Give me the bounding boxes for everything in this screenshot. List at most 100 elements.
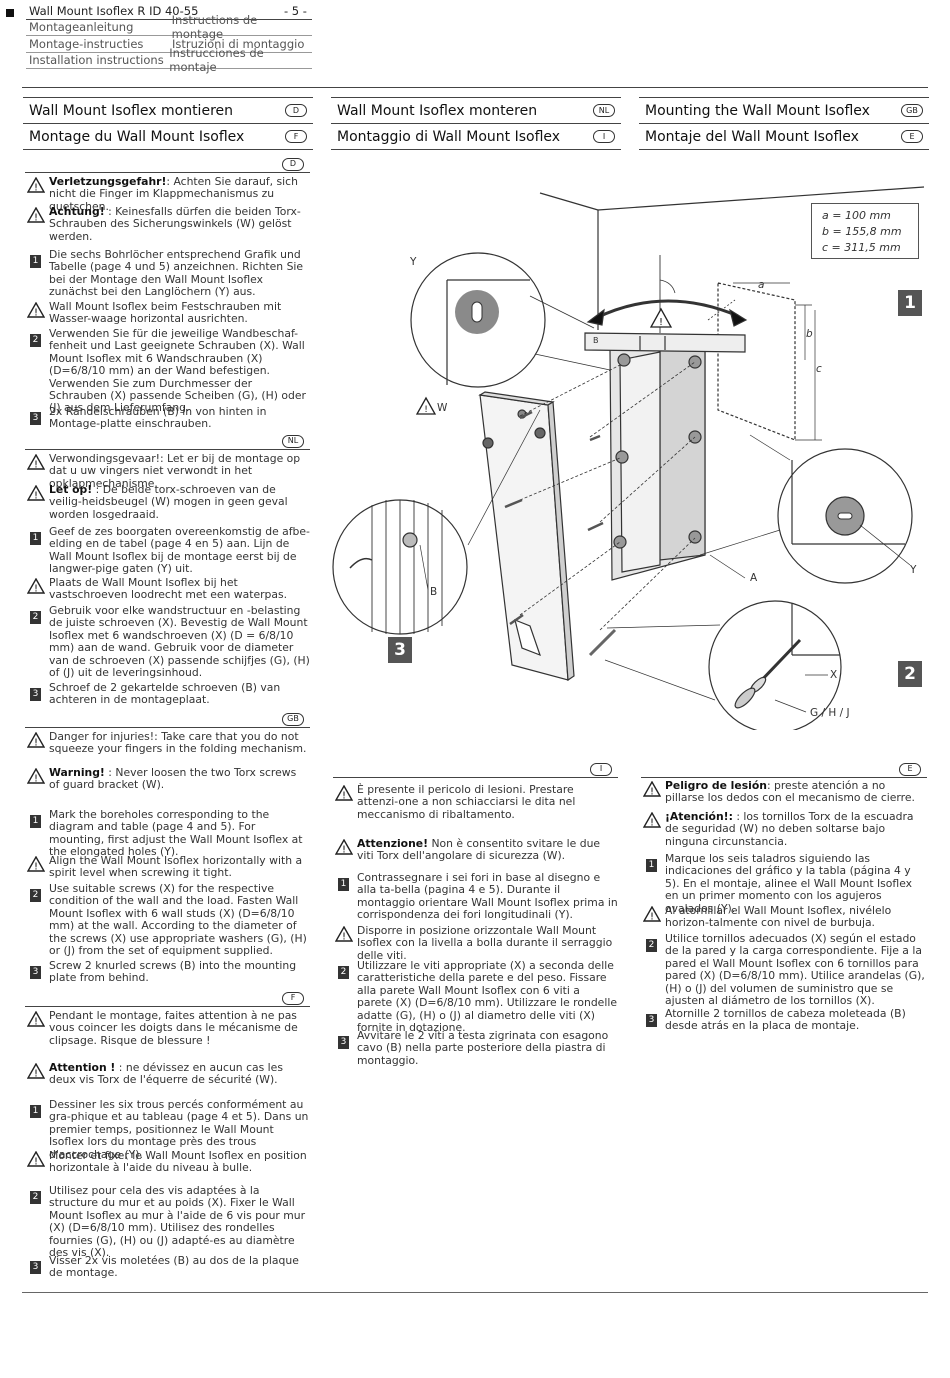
body-text: : Keinesfalls dürfen die beiden Torx-Sch… — [49, 205, 301, 243]
emphasis-text: Achtung! — [49, 205, 105, 218]
label-b-level: B — [593, 336, 599, 345]
warning-icon: ! — [27, 1151, 45, 1167]
instruction-text: Verwenden Sie für die jeweilige Wandbesc… — [49, 327, 310, 415]
step-number: 1 — [30, 815, 41, 828]
step-number-icon: 1 — [27, 526, 49, 576]
instruction-text: Utilice tornillos adecuados (X) según el… — [665, 932, 927, 1007]
svg-text:!: ! — [34, 584, 38, 595]
section-title: Montaggio di Wall Mount Isoflex I — [331, 124, 621, 150]
instruction-text: Wall Mount Isoflex beim Festschrauben mi… — [49, 300, 310, 326]
instruction-text: Die sechs Bohrlöcher entsprechend Grafik… — [49, 248, 310, 299]
emphasis-text: Peligro de lesión — [665, 779, 767, 792]
label-x: X — [830, 669, 838, 681]
body-text: Monter et fixer le Wall Mount Isoflex en… — [49, 1149, 307, 1175]
step-number: 2 — [30, 1191, 41, 1204]
title-block-left: Wall Mount Isoflex montieren D Montage d… — [23, 97, 313, 150]
body-text: Mark the boreholes corresponding to the … — [49, 808, 303, 859]
dimension-table: a = 100 mm b = 155,8 mm c = 311,5 mm — [811, 203, 919, 259]
body-text: Contrassegnare i sei fori in base al dis… — [357, 871, 618, 922]
warning-icon: ! — [335, 925, 357, 962]
svg-text:!: ! — [34, 183, 38, 194]
svg-text:!: ! — [34, 774, 38, 785]
warning-icon: ! — [27, 207, 45, 223]
section-header-gb: GB — [25, 712, 310, 728]
instruction-item: !Danger for injuries!: Take care that yo… — [27, 730, 310, 756]
section-header-i: I — [333, 762, 618, 778]
document-title: Wall Mount Isoflex R ID 40-55 — [29, 3, 199, 18]
body-text: Die sechs Bohrlöcher entsprechend Grafik… — [49, 248, 304, 299]
body-text: Wall Mount Isoflex beim Festschrauben mi… — [49, 300, 282, 326]
emphasis-text: Attention ! — [49, 1061, 116, 1074]
warning-icon: ! — [335, 926, 353, 942]
body-text: : Achten Sie darauf, sich nicht die Fing… — [49, 175, 298, 213]
instruction-item: !Peligro de lesión: preste atención a no… — [643, 779, 927, 805]
step-number: 1 — [30, 255, 41, 268]
warning-icon: ! — [27, 1150, 49, 1175]
instruction-item: !Let op! : De beide torx-schroeven van d… — [27, 483, 310, 521]
step-number: 3 — [30, 1261, 41, 1274]
step-number-icon: 2 — [643, 933, 665, 1007]
warning-icon: ! — [643, 906, 661, 922]
step-number-icon: 1 — [27, 809, 49, 859]
body-text: Danger for injuries!: Take care that you… — [49, 730, 307, 756]
step-number: 2 — [30, 334, 41, 347]
label-dim-b: b — [806, 328, 813, 340]
instruction-item: !Warning! : Never loosen the two Torx sc… — [27, 766, 310, 792]
header-marker — [6, 9, 14, 17]
svg-text:!: ! — [342, 932, 346, 943]
instruction-text: Schroef de 2 gekartelde schroeven (B) va… — [49, 681, 310, 707]
step-number: 2 — [30, 889, 41, 902]
body-text: Geef de zes boorgaten overeenkomstig de … — [49, 525, 310, 576]
rotation-arrow — [595, 299, 739, 320]
body-text: Screw 2 knurled screws (B) into the moun… — [49, 959, 297, 985]
step-number-icon: 3 — [27, 406, 49, 431]
step-number-icon: 1 — [27, 1099, 49, 1161]
header-row: Montageanleitung Instructions de montage — [26, 13, 312, 41]
step-number: 1 — [338, 878, 349, 891]
warning-icon: ! — [27, 767, 49, 792]
body-text: Visser 2x vis moletées (B) au dos de la … — [49, 1254, 299, 1280]
instruction-item: !Attention ! : ne dévissez en aucun cas … — [27, 1061, 310, 1087]
step-number: 2 — [338, 966, 349, 979]
language-badge: E — [901, 130, 923, 143]
step-number-icon: 3 — [27, 682, 49, 707]
body-text: 2x Rändelschrauben (B) in von hinten in … — [49, 405, 267, 431]
label-a: A — [750, 572, 758, 584]
instruction-text: Disporre in posizione orizzontale Wall M… — [357, 924, 618, 962]
header-row: Installation instructions Instrucciones … — [26, 46, 312, 74]
body-text: È presente il pericolo di lesioni. Prest… — [357, 783, 576, 821]
step-number-icon: 2 — [27, 328, 49, 415]
instruction-text: Contrassegnare i sei fori in base al dis… — [357, 871, 618, 922]
svg-text:!: ! — [424, 405, 428, 415]
step-number: 2 — [30, 611, 41, 624]
step-number-1: 1 — [898, 290, 922, 316]
body-text: Marque los seis taladros siguiendo las i… — [665, 852, 913, 915]
title-block-middle: Wall Mount Isoflex monteren NL Montaggio… — [331, 97, 621, 150]
warning-icon: ! — [27, 453, 49, 490]
instruction-text: Utilizzare le viti appropriate (X) a sec… — [357, 959, 618, 1034]
detail-circle-y2 — [777, 448, 913, 584]
instruction-text: Peligro de lesión: preste atención a no … — [665, 779, 927, 805]
language-badge: NL — [282, 435, 304, 448]
warning-icon: ! — [27, 176, 49, 213]
warning-icon: ! — [335, 839, 353, 855]
step-number: 3 — [646, 1014, 657, 1027]
language-badge: E — [899, 763, 921, 776]
svg-text:!: ! — [34, 308, 38, 319]
language-badge: NL — [593, 104, 615, 117]
step-number-3: 3 — [388, 637, 412, 663]
instruction-text: Attention ! : ne dévissez en aucun cas l… — [49, 1061, 310, 1087]
instruction-text: Let op! : De beide torx-schroeven van de… — [49, 483, 310, 521]
instruction-item: !Pendant le montage, faites attention à … — [27, 1009, 310, 1047]
instruction-text: Avvitare le 2 viti a testa zigrinata con… — [357, 1029, 618, 1067]
step-number-icon: 1 — [643, 853, 665, 915]
instruction-item: ! Wall Mount Isoflex beim Festschrauben m… — [27, 300, 310, 326]
instruction-text: Plaats de Wall Mount Isoflex bij het vas… — [49, 576, 310, 602]
step-number-icon: 2 — [27, 883, 49, 957]
warning-icon: ! — [27, 577, 49, 602]
svg-text:!: ! — [34, 460, 38, 471]
